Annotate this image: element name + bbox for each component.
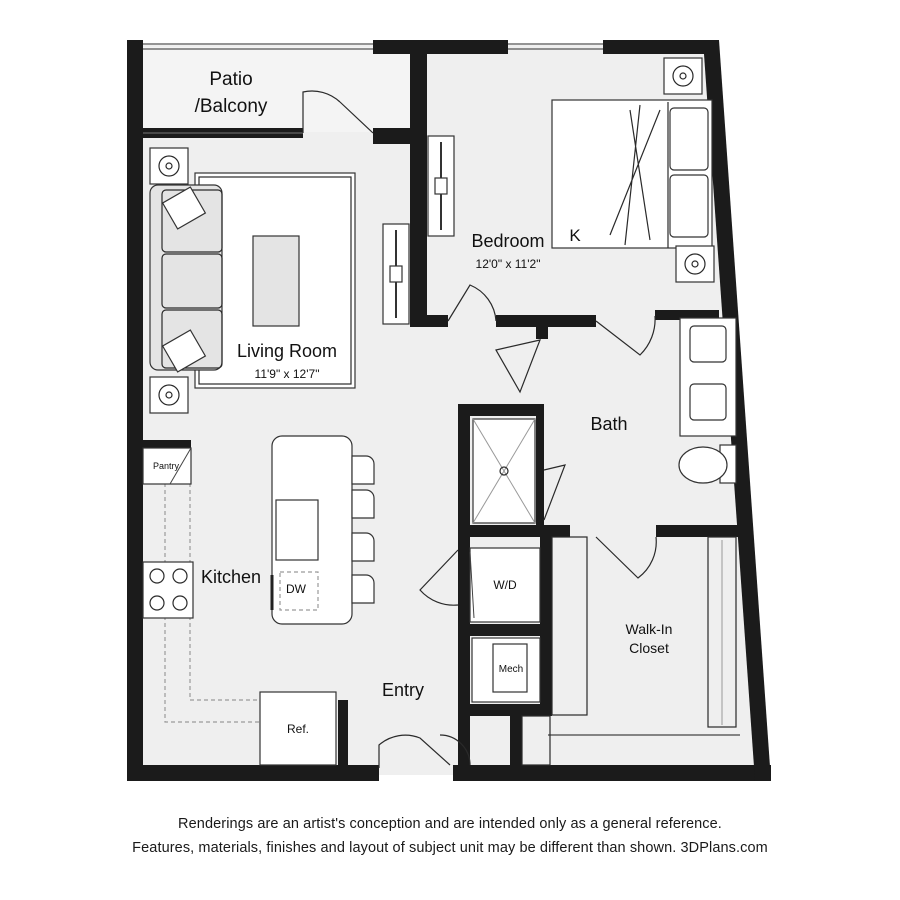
living-furniture xyxy=(149,135,455,414)
closet-label-line1: Walk-In xyxy=(626,621,673,637)
washer-dryer-label: W/D xyxy=(493,578,517,592)
patio-floor xyxy=(140,47,410,132)
living-room-label: Living Room xyxy=(237,341,337,361)
mech-label: Mech xyxy=(499,664,523,675)
kitchen-label: Kitchen xyxy=(201,567,261,587)
patio-label-line2: /Balcony xyxy=(195,96,268,117)
interior-walls xyxy=(143,54,746,765)
refrigerator-label: Ref. xyxy=(287,722,309,736)
doors xyxy=(302,90,657,768)
bed-size-label: K xyxy=(569,226,581,245)
closet-label-line2: Closet xyxy=(629,640,669,656)
exterior-walls xyxy=(127,40,771,781)
dishwasher-label: DW xyxy=(286,582,307,596)
living-room-dims: 11'9" x 12'7" xyxy=(255,367,320,381)
patio-label-line1: Patio xyxy=(209,69,252,90)
pantry-label: Pantry xyxy=(153,461,180,471)
kitchen-fixtures xyxy=(142,435,375,766)
utility-fixtures xyxy=(469,536,740,766)
entry-label: Entry xyxy=(382,680,424,700)
bath-fixtures xyxy=(472,317,737,524)
bath-label: Bath xyxy=(590,414,627,434)
bedroom-furniture xyxy=(551,57,715,283)
disclaimer-line1: Renderings are an artist's conception an… xyxy=(178,816,722,832)
disclaimer-line2: Features, materials, finishes and layout… xyxy=(132,840,768,856)
bedroom-dims: 12'0" x 11'2" xyxy=(476,257,541,271)
bedroom-label: Bedroom xyxy=(471,231,544,251)
